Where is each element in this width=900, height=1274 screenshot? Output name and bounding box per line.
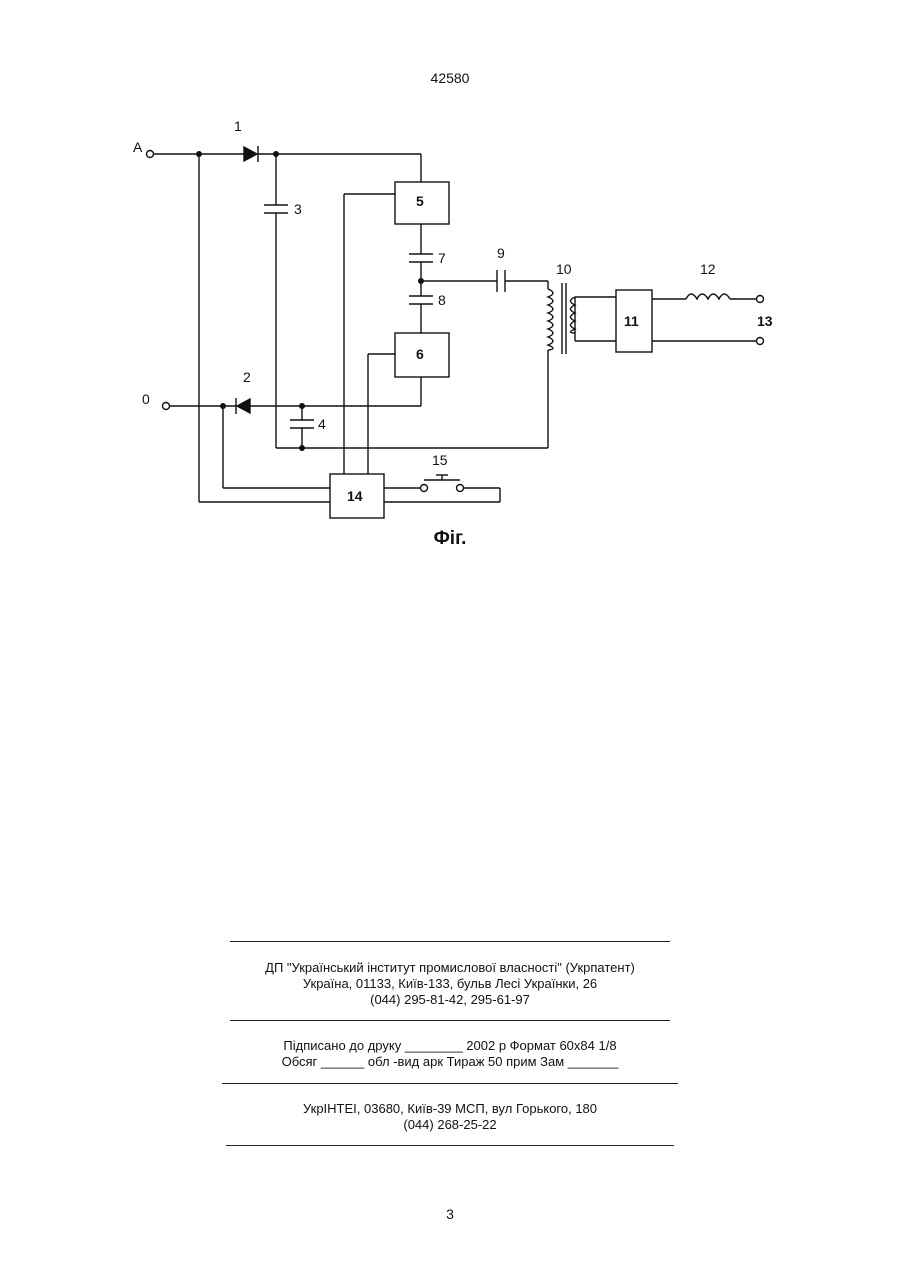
label-3: 3 <box>294 201 302 217</box>
label-11: 11 <box>624 313 639 329</box>
publisher-block: ДП "Український інститут промислової вла… <box>0 960 900 1008</box>
imprint-rule-2 <box>230 1020 670 1021</box>
label-4: 4 <box>318 416 326 432</box>
imprint-rule-4 <box>226 1145 674 1146</box>
label-13: 13 <box>757 313 773 329</box>
print-info-line-2: Обсяг ______ обл -вид арк Тираж 50 прим … <box>0 1054 900 1070</box>
label-9: 9 <box>497 245 505 261</box>
figure-caption: Фіг. <box>0 528 900 550</box>
label-2: 2 <box>243 369 251 385</box>
publisher-line-1: ДП "Український інститут промислової вла… <box>0 960 900 976</box>
label-1: 1 <box>234 118 242 134</box>
print-info-block: Підписано до друку ________ 2002 р Форма… <box>0 1038 900 1070</box>
label-8: 8 <box>438 292 446 308</box>
label-7: 7 <box>438 250 446 266</box>
label-12: 12 <box>700 261 716 277</box>
publisher-line-2: Україна, 01133, Київ-133, бульв Лесі Укр… <box>0 976 900 992</box>
label-14: 14 <box>347 488 363 504</box>
imprint-rule-1 <box>230 941 670 942</box>
printer-line-1: УкрІНТЕІ, 03680, Київ-39 МСП, вул Горько… <box>0 1101 900 1117</box>
publisher-line-3: (044) 295-81-42, 295-61-97 <box>0 992 900 1008</box>
label-10: 10 <box>556 261 572 277</box>
printer-line-2: (044) 268-25-22 <box>0 1117 900 1133</box>
terminal-a-label: A <box>133 139 143 155</box>
imprint-rule-3 <box>222 1083 678 1084</box>
label-5: 5 <box>416 193 424 209</box>
circuit-diagram: A 0 1 2 3 4 5 6 7 8 9 10 11 12 13 14 15 <box>0 0 900 560</box>
print-info-line-1: Підписано до друку ________ 2002 р Форма… <box>0 1038 900 1054</box>
printer-block: УкрІНТЕІ, 03680, Київ-39 МСП, вул Горько… <box>0 1101 900 1133</box>
label-15: 15 <box>432 452 448 468</box>
terminal-zero-label: 0 <box>142 391 150 407</box>
page-number: 3 <box>0 1206 900 1222</box>
label-6: 6 <box>416 346 424 362</box>
